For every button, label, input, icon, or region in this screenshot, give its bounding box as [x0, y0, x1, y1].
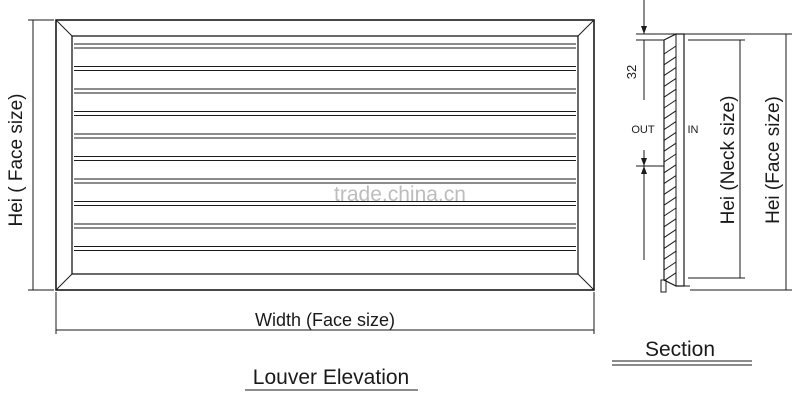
section-blade [663, 164, 677, 174]
out-arrow-mid [641, 158, 647, 166]
frame-corner-bl [55, 273, 73, 291]
section-caption: Section [645, 338, 715, 361]
section-blades [663, 45, 677, 282]
frame-corner-tr [577, 19, 595, 37]
section-blade [663, 67, 677, 77]
section-blade [663, 207, 677, 217]
section-blade [663, 88, 677, 98]
section-blade [663, 77, 677, 87]
section-blade [663, 185, 677, 195]
section-view [660, 33, 690, 293]
section-blade [663, 110, 677, 120]
section-face-dimension [690, 33, 792, 291]
height-dimension [28, 19, 54, 291]
elevation-caption: Louver Elevation [253, 366, 409, 389]
neck-size-label: Hei (Neck size) [718, 96, 739, 225]
section-blade [663, 218, 677, 228]
frame-corner-tl [55, 19, 73, 37]
dim-32-label: 32 [624, 65, 639, 79]
dim-32 [636, 0, 676, 260]
neck-dimension [688, 39, 745, 279]
section-blade [663, 272, 677, 282]
section-blade [663, 175, 677, 185]
section-blade [663, 229, 677, 239]
in-label: IN [688, 124, 699, 136]
outer-frame [55, 19, 595, 291]
section-blade [663, 239, 677, 249]
section-blade [663, 99, 677, 109]
elevation-frame [55, 19, 595, 291]
section-tab [660, 279, 667, 293]
section-face-size-label: Hei (Face size) [763, 96, 784, 224]
section-blade [663, 121, 677, 131]
section-blade [663, 131, 677, 141]
section-blade [663, 196, 677, 206]
height-face-label: Hei ( Face size) [6, 93, 27, 226]
out-label: OUT [631, 124, 655, 136]
section-blade [663, 56, 677, 66]
frame-corner-br [577, 273, 595, 291]
width-dimension [55, 292, 595, 334]
section-blade [663, 250, 677, 260]
louver-blades [74, 43, 576, 251]
width-face-label: Width (Face size) [255, 310, 395, 330]
watermark: trade.china.cn [334, 183, 466, 206]
section-blade [663, 153, 677, 163]
section-blade [663, 45, 677, 55]
dim-32-arrow [641, 26, 647, 34]
inner-frame [71, 35, 579, 275]
out-arrow-mid2 [641, 166, 647, 174]
section-blade [663, 142, 677, 152]
section-blade [663, 261, 677, 271]
